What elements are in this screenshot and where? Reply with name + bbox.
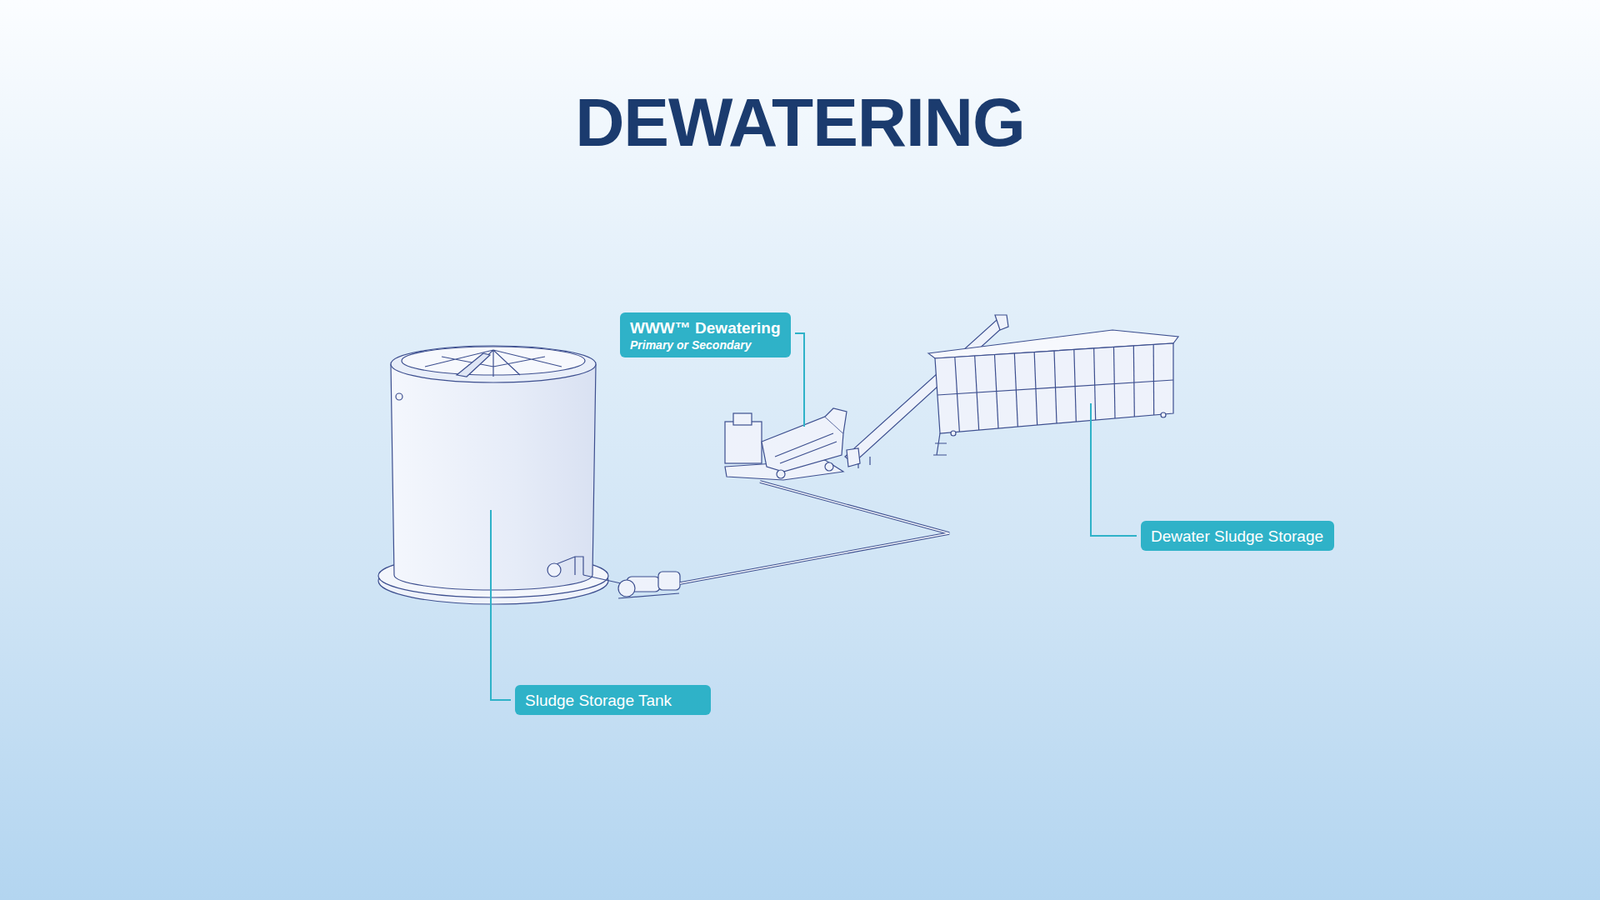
bin-rib xyxy=(1074,350,1077,423)
bin-rib xyxy=(1153,345,1155,416)
callout-sublabel: Primary or Secondary xyxy=(630,337,781,353)
sludge-pipe xyxy=(680,481,950,584)
leader-lines xyxy=(490,333,1137,700)
dewatering-press xyxy=(725,408,847,480)
leader-line xyxy=(490,510,511,700)
bin-rib xyxy=(1054,350,1057,424)
bin-rib xyxy=(1094,348,1096,420)
callout-box: WWW™ DewateringPrimary or Secondary xyxy=(620,312,791,358)
bin-rib xyxy=(1014,353,1018,427)
sludge-pipe-highlight xyxy=(680,481,950,584)
callout-box: Dewater Sludge Storage xyxy=(1140,520,1335,551)
bin-rib xyxy=(975,355,980,430)
bin-rib xyxy=(1034,352,1038,426)
callout-label: Sludge Storage Tank xyxy=(525,690,701,710)
sludge-bin xyxy=(928,330,1179,455)
page-title: DEWATERING xyxy=(0,83,1600,162)
callout-label: WWW™ Dewatering xyxy=(630,318,781,338)
leader-line xyxy=(1090,403,1137,536)
bin-rib xyxy=(995,355,1000,430)
bin-rib xyxy=(1133,345,1135,417)
leader-line xyxy=(795,333,805,427)
callout-box: Sludge Storage Tank xyxy=(515,685,711,715)
sludge-pump xyxy=(583,571,680,599)
bin-rib xyxy=(955,357,960,433)
bin-rib xyxy=(1114,347,1116,420)
sludge-tank xyxy=(378,345,609,605)
callout-label: Dewater Sludge Storage xyxy=(1150,526,1325,546)
